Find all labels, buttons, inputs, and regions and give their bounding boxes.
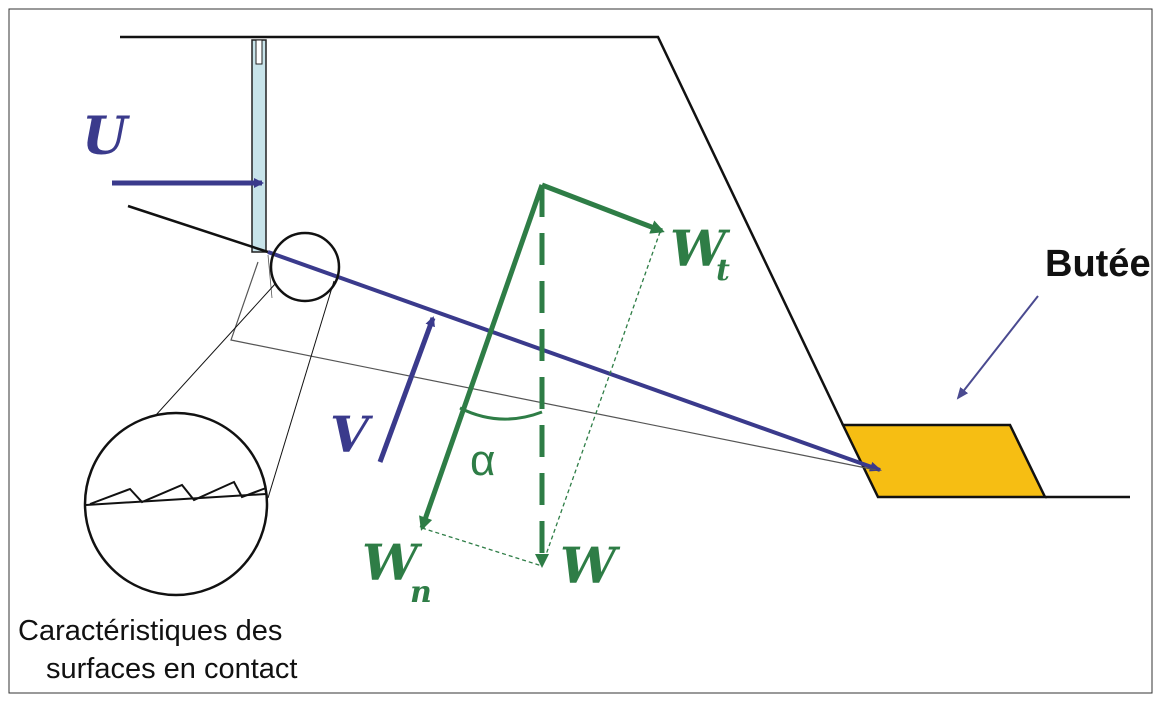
alpha-arc [459,406,543,421]
zoom-line-right [267,280,335,499]
wt-label: W [670,219,731,278]
contact-zoom-circle [269,231,341,303]
parallelogram-right [541,231,661,567]
butee-block [841,423,1047,499]
contact-surface-line [85,493,267,506]
butee-pointer-arrow [956,295,1039,400]
w-label: W [560,536,621,595]
water-column [251,39,267,253]
caption-line-1: Caractéristiques des [18,615,282,647]
piezometer-tube [255,39,263,65]
wt-subscript: t [716,253,730,288]
v-force-arrow [377,316,436,463]
slope-surface [120,35,845,426]
wt-tangent-arrow [541,182,665,234]
alpha-label: α [470,436,495,485]
butee-label: Butée [1045,243,1151,285]
u-label: U [82,106,130,167]
caption-line-2: surfaces en contact [46,653,297,685]
parallelogram-bottom [421,527,543,567]
sliding-plane-force [267,250,882,472]
wn-label: W [362,533,423,592]
reference-lines [230,261,877,471]
wn-normal-arrow [419,184,545,531]
frame-border [8,8,1153,694]
v-label: V [330,405,374,464]
wn-subscript: n [410,575,432,610]
sliding-plane-upper [127,204,269,254]
surface-detail-circle [83,411,269,597]
asperities-profile [89,480,267,505]
guide-line [267,254,273,299]
